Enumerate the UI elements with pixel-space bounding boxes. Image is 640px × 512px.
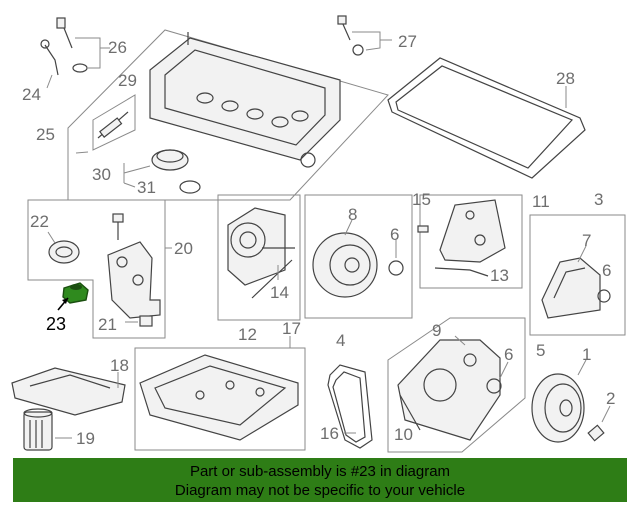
oil-pump-box bbox=[27, 199, 166, 339]
oil-pan-box bbox=[134, 347, 306, 451]
box-12 bbox=[217, 194, 301, 321]
crank-pulley-group bbox=[531, 359, 611, 443]
oil-filter bbox=[23, 411, 53, 451]
oil-pump bbox=[107, 241, 161, 319]
cap-gasket bbox=[179, 180, 201, 194]
callout-7: 7 bbox=[582, 231, 591, 250]
valve-cover bbox=[149, 37, 341, 161]
valve-cover-gasket bbox=[387, 57, 586, 179]
banner-line-2: Diagram may not be specific to your vehi… bbox=[175, 482, 465, 499]
crank-pulley bbox=[531, 373, 585, 443]
callout-2: 2 bbox=[606, 389, 615, 408]
box-12-group bbox=[217, 194, 301, 321]
part-23-highlight bbox=[57, 282, 89, 311]
baffle-plate bbox=[11, 367, 126, 416]
callout-31: 31 bbox=[137, 178, 156, 197]
callout-13: 13 bbox=[490, 266, 509, 285]
callout-8: 8 bbox=[348, 205, 357, 224]
box-3-group bbox=[529, 214, 626, 336]
box-3 bbox=[529, 214, 626, 336]
callout-18: 18 bbox=[110, 356, 129, 375]
callout-22: 22 bbox=[30, 212, 49, 231]
info-banner bbox=[13, 458, 627, 502]
callout-20: 20 bbox=[174, 239, 193, 258]
callout-10: 10 bbox=[394, 425, 413, 444]
box-11 bbox=[419, 194, 523, 289]
callout-28: 28 bbox=[556, 69, 575, 88]
callout-29: 29 bbox=[118, 71, 137, 90]
box-5-group bbox=[387, 317, 526, 453]
callout-3: 3 bbox=[594, 190, 603, 209]
box-4 bbox=[304, 194, 413, 319]
timing-belt bbox=[327, 364, 373, 449]
callout-15: 15 bbox=[412, 190, 431, 209]
valve-cover-box bbox=[67, 29, 389, 201]
box-5 bbox=[387, 317, 526, 453]
callout-27: 27 bbox=[398, 32, 417, 51]
timing-belt-group bbox=[327, 364, 373, 449]
baffle-group bbox=[11, 367, 126, 416]
callout-6-c: 6 bbox=[504, 345, 513, 364]
callout-26: 26 bbox=[108, 38, 127, 57]
callout-1: 1 bbox=[582, 345, 591, 364]
strainer-gasket bbox=[48, 240, 80, 264]
oil-pump-group bbox=[27, 199, 172, 339]
box-4-group bbox=[304, 194, 413, 319]
callout-23-highlighted: 23 bbox=[46, 314, 66, 334]
bolt-27-group bbox=[337, 15, 392, 56]
callout-9: 9 bbox=[432, 321, 441, 340]
oil-pan bbox=[139, 354, 299, 441]
tube-box bbox=[92, 94, 136, 151]
callout-24: 24 bbox=[22, 85, 41, 104]
oil-filter-group bbox=[23, 408, 72, 451]
callout-6-b: 6 bbox=[602, 261, 611, 280]
oil-filler-cap bbox=[151, 149, 189, 171]
callout-25: 25 bbox=[36, 125, 55, 144]
callout-12: 12 bbox=[238, 325, 257, 344]
dipstick-group bbox=[40, 17, 110, 89]
callout-14: 14 bbox=[270, 283, 289, 302]
callout-30: 30 bbox=[92, 165, 111, 184]
callout-6-a: 6 bbox=[390, 225, 399, 244]
callout-5: 5 bbox=[536, 341, 545, 360]
oil-pan-group bbox=[134, 336, 306, 451]
callout-4: 4 bbox=[336, 331, 345, 350]
callout-11: 11 bbox=[532, 192, 550, 211]
highlighted-part-23[interactable] bbox=[62, 282, 89, 304]
callout-17: 17 bbox=[282, 319, 301, 338]
callout-21: 21 bbox=[98, 315, 117, 334]
box-11-group bbox=[417, 194, 523, 289]
valve-cover-group bbox=[67, 29, 389, 201]
banner-line-1: Part or sub-assembly is #23 in diagram bbox=[190, 463, 450, 480]
dipstick bbox=[44, 44, 59, 76]
callout-19: 19 bbox=[76, 429, 95, 448]
callout-16: 16 bbox=[320, 424, 339, 443]
bolt bbox=[341, 21, 351, 41]
